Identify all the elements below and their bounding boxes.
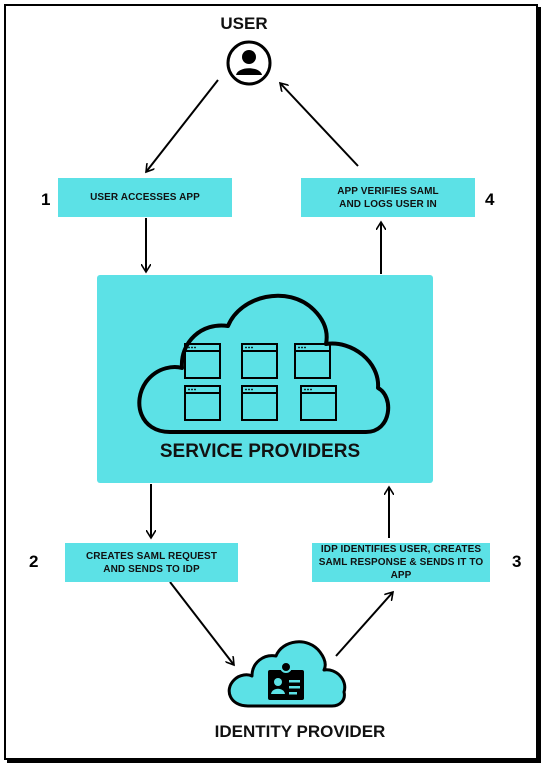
arrow-idp-to-step3 [335, 592, 393, 657]
step-number-2: 2 [29, 552, 39, 571]
cloud-apps-icon [137, 293, 391, 434]
step-box-4: APP VERIFIES SAML AND LOGS USER IN [301, 178, 475, 217]
step-box-3: IDP IDENTIFIES USER, CREATES SAML RESPON… [312, 543, 490, 582]
user-label: USER [220, 14, 268, 33]
step-number-3: 3 [512, 552, 522, 571]
service-providers-label: SERVICE PROVIDERS [159, 441, 361, 462]
identity-provider-label: IDENTITY PROVIDER [214, 722, 386, 741]
arrow-step4-to-user [280, 83, 359, 167]
arrow-user-to-step1 [146, 79, 219, 172]
step-box-2: CREATES SAML REQUEST AND SENDS TO IDP [65, 543, 238, 582]
step-number-1: 1 [41, 190, 51, 209]
step-number-4: 4 [485, 190, 495, 209]
arrow-step2-to-idp [169, 581, 234, 665]
step-box-1: USER ACCESSES APP [58, 178, 232, 217]
cloud-id-card-icon [227, 640, 347, 708]
user-icon [226, 40, 272, 86]
